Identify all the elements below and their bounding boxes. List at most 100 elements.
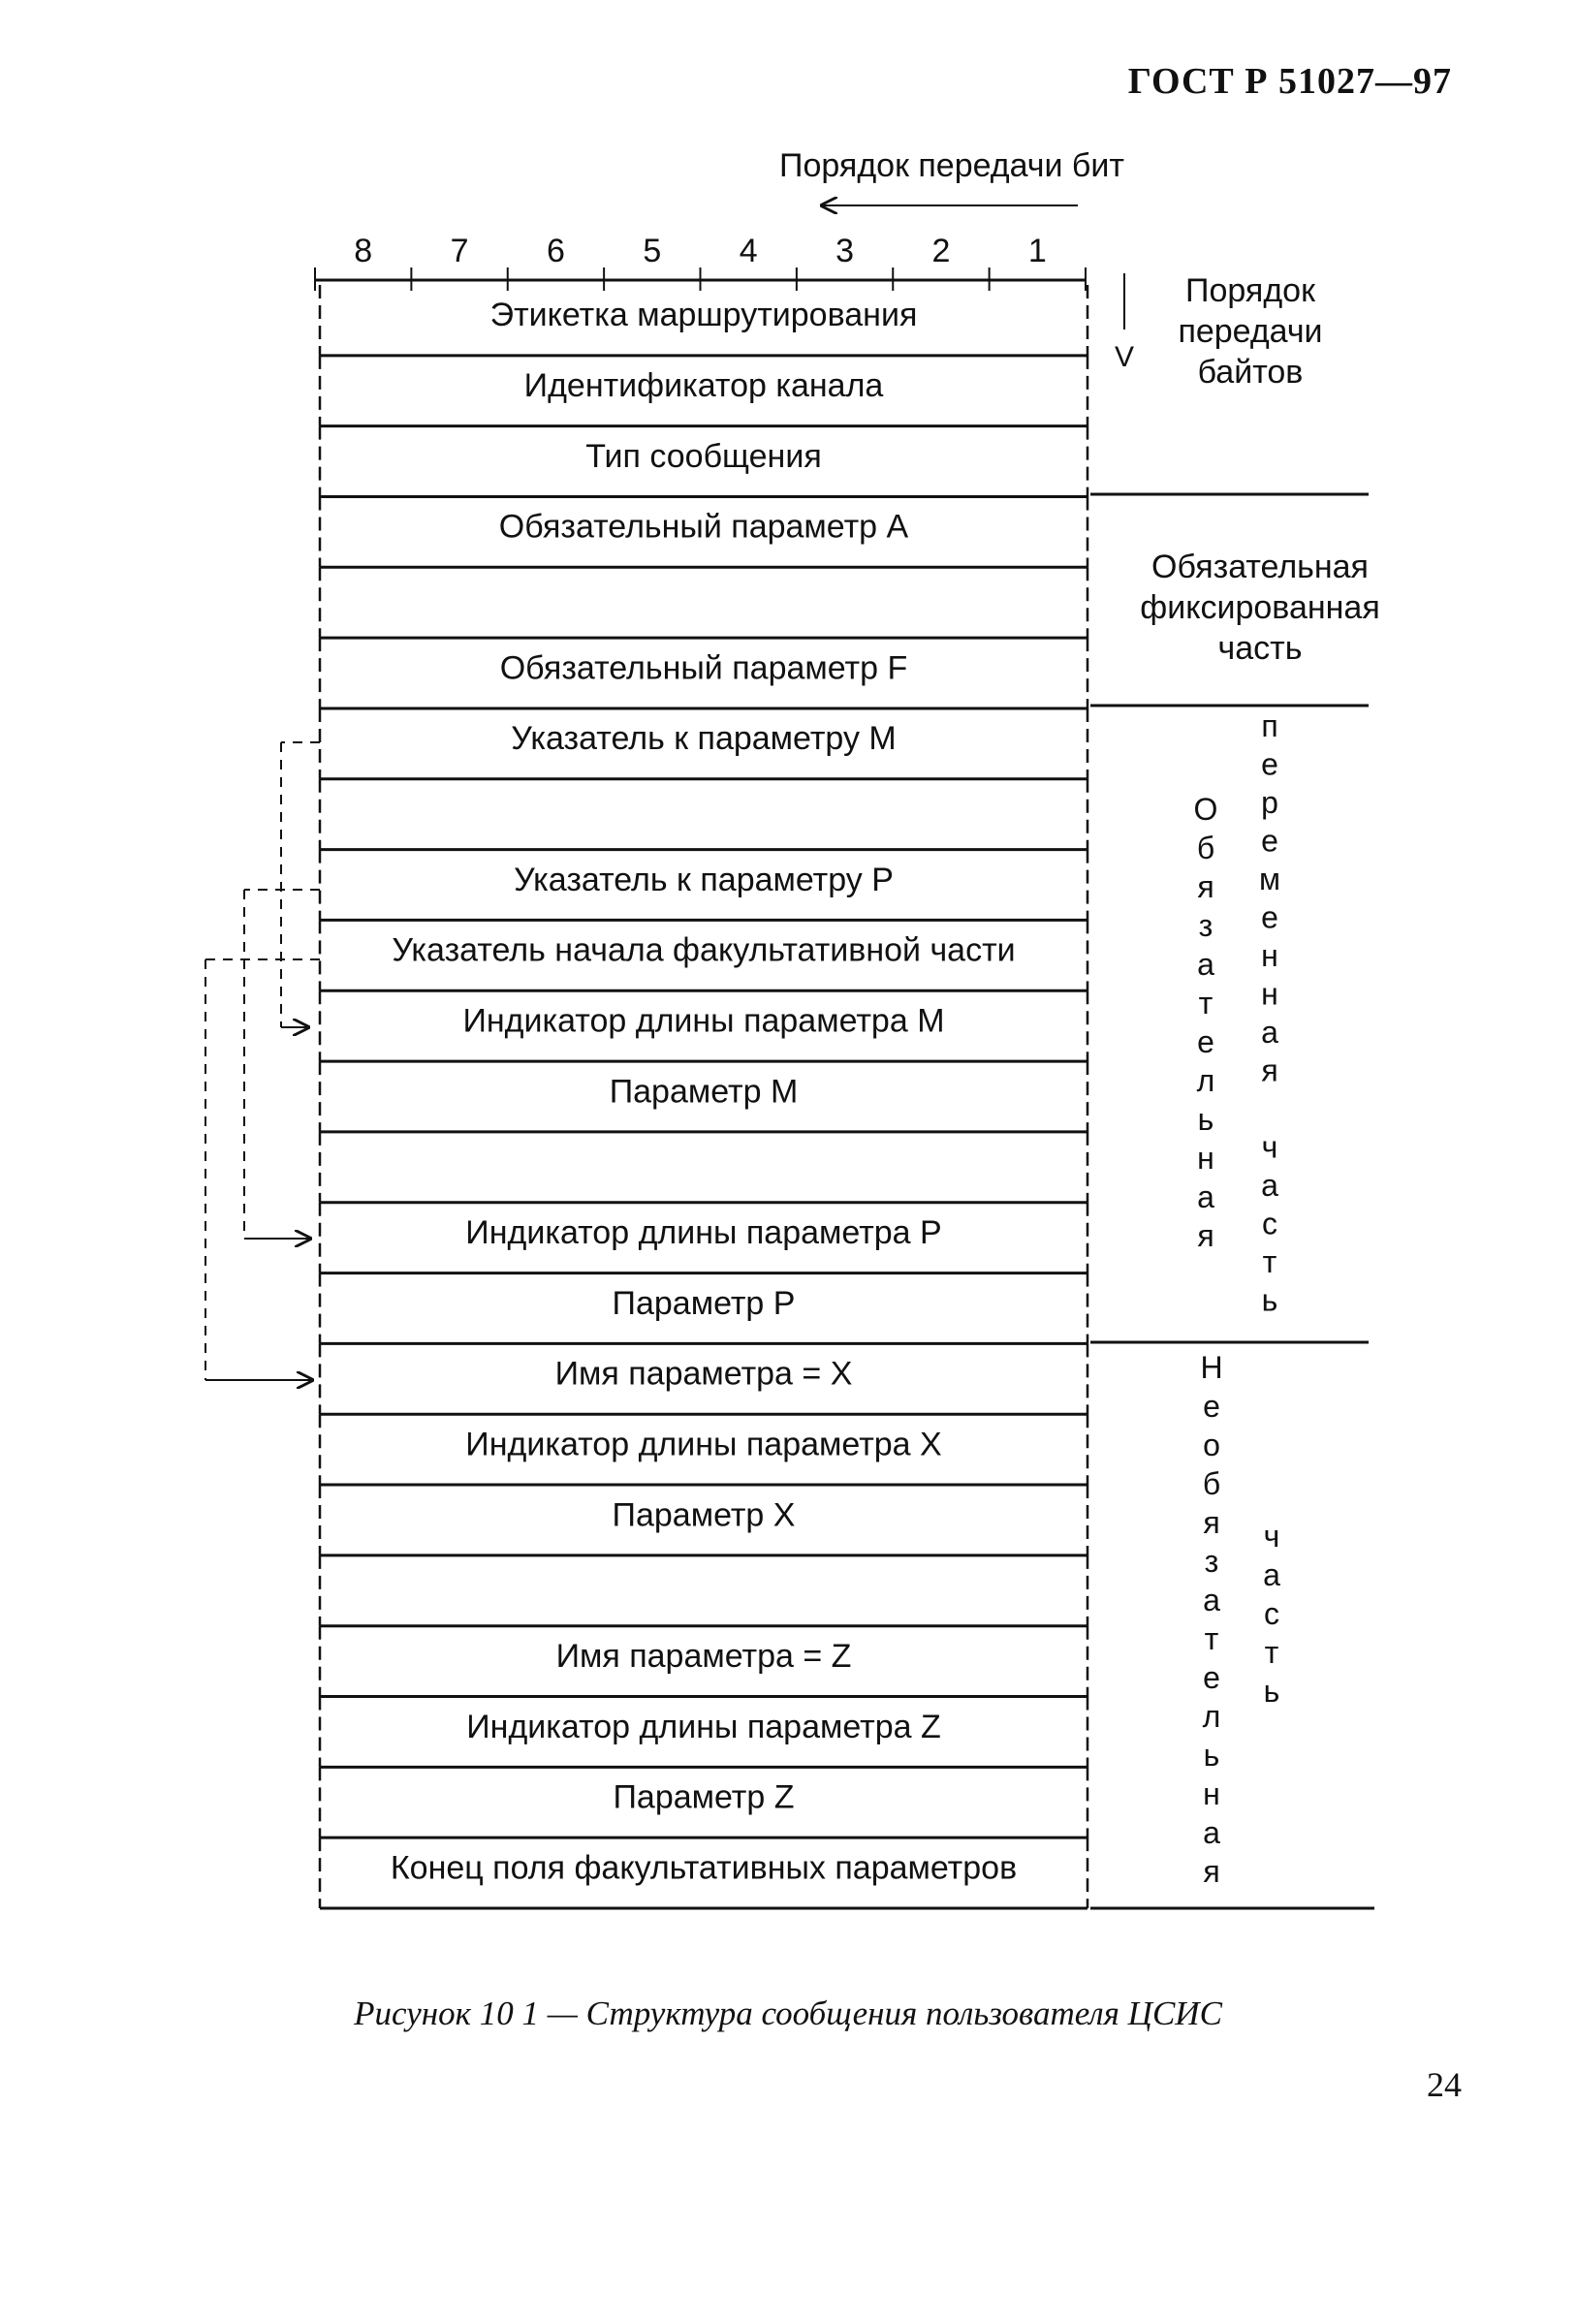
vertical-letter: т xyxy=(1265,1635,1279,1670)
field-label: Указатель начала факультативной части xyxy=(392,932,1015,969)
field-label: Параметр X xyxy=(613,1496,796,1533)
vertical-letter: ь xyxy=(1198,1102,1214,1137)
field-row xyxy=(318,1555,1089,1628)
vertical-letter: е xyxy=(1261,824,1278,859)
vertical-letter: ь xyxy=(1204,1738,1220,1773)
field-label: Обязательный параметр А xyxy=(499,509,909,546)
vertical-letter: ч xyxy=(1262,1130,1278,1165)
field-label: Индикатор длины параметра X xyxy=(465,1426,941,1462)
field-row: Параметр Z xyxy=(318,1767,1089,1839)
vertical-letter: а xyxy=(1261,1015,1278,1050)
vertical-letter: м xyxy=(1259,862,1280,896)
vertical-letter: н xyxy=(1261,938,1278,973)
field-label: Указатель к параметру Р xyxy=(514,862,894,898)
field-row: Индикатор длины параметра М xyxy=(318,990,1089,1063)
field-row: Параметр X xyxy=(318,1485,1089,1557)
field-label: Параметр Р xyxy=(613,1285,796,1322)
section-fixed-label-2: фиксированная xyxy=(1140,589,1380,626)
field-row xyxy=(318,567,1089,640)
vertical-letter: н xyxy=(1203,1776,1220,1811)
field-row: Указатель к параметру М xyxy=(318,707,1089,781)
section-fixed-label-3: часть xyxy=(1218,630,1303,667)
vertical-letter: з xyxy=(1205,1544,1219,1579)
byte-order-label-2: передачи xyxy=(1178,313,1322,350)
vertical-letter: с xyxy=(1262,1207,1277,1241)
field-label: Имя параметра = X xyxy=(555,1356,853,1393)
vertical-letter: а xyxy=(1203,1583,1220,1617)
field-row: Индикатор длины параметра Z xyxy=(318,1696,1089,1769)
vertical-letter: е xyxy=(1197,1024,1214,1059)
optional-section-label-right: часть xyxy=(1263,1519,1280,1709)
field-label: Параметр Z xyxy=(613,1779,794,1816)
bit-number: 3 xyxy=(835,233,854,269)
vertical-letter: н xyxy=(1261,977,1278,1012)
field-label: Тип сообщения xyxy=(585,438,821,475)
field-label: Параметр М xyxy=(610,1073,799,1110)
field-row: Обязательный параметр А xyxy=(318,496,1089,569)
vertical-letter: я xyxy=(1197,1218,1214,1253)
vertical-letter: б xyxy=(1203,1466,1220,1501)
field-row: Конец поля факультативных параметров xyxy=(318,1837,1089,1910)
field-row: Этикетка маршрутирования xyxy=(318,285,1089,358)
field-label: Индикатор длины параметра Р xyxy=(465,1214,941,1251)
field-row xyxy=(318,1131,1089,1205)
field-row: Индикатор длины параметра Р xyxy=(318,1202,1089,1275)
field-row: Указатель к параметру Р xyxy=(318,849,1089,922)
pointer-optional-bracket xyxy=(205,958,320,1380)
vertical-letter: ь xyxy=(1262,1283,1278,1318)
vertical-letter: е xyxy=(1203,1660,1220,1695)
vertical-letter: т xyxy=(1205,1621,1219,1656)
field-row: Имя параметра = X xyxy=(318,1343,1089,1416)
vertical-letter: л xyxy=(1203,1699,1221,1734)
vertical-letter: ч xyxy=(1264,1519,1280,1554)
field-row: Обязательный параметр F xyxy=(318,638,1089,710)
vertical-letter: а xyxy=(1203,1815,1220,1850)
vertical-letter: а xyxy=(1263,1557,1280,1592)
vertical-letter: о xyxy=(1203,1428,1220,1462)
standard-header: ГОСТ Р 51027—97 xyxy=(1127,61,1452,102)
vertical-letter: т xyxy=(1199,986,1214,1021)
field-row: Тип сообщения xyxy=(318,425,1089,498)
field-label: Идентификатор канала xyxy=(524,367,884,404)
byte-order-indicator: V Порядок передачи байтов xyxy=(1115,272,1323,391)
bit-order-label: Порядок передачи бит xyxy=(779,147,1124,184)
field-row: Идентификатор канала xyxy=(318,355,1089,428)
bit-number: 1 xyxy=(1028,233,1047,269)
variable-section-label-left: Обязательная xyxy=(1194,792,1218,1253)
vertical-letter: с xyxy=(1264,1596,1279,1631)
field-row: Индикатор длины параметра X xyxy=(318,1414,1089,1487)
vertical-letter: я xyxy=(1203,1505,1219,1540)
field-label: Обязательный параметр F xyxy=(500,649,908,686)
byte-order-arrow-head: V xyxy=(1115,341,1134,373)
vertical-letter: т xyxy=(1263,1244,1277,1279)
field-row: Указатель начала факультативной части xyxy=(318,920,1089,992)
vertical-letter: е xyxy=(1203,1389,1220,1424)
vertical-letter: я xyxy=(1203,1854,1219,1889)
vertical-letter: ь xyxy=(1264,1674,1280,1709)
field-label: Имя параметра = Z xyxy=(556,1638,852,1675)
vertical-letter: я xyxy=(1261,1053,1277,1088)
byte-order-label-3: байтов xyxy=(1198,354,1304,391)
bit-number: 2 xyxy=(931,233,950,269)
vertical-letter: а xyxy=(1197,1179,1214,1214)
vertical-letter: а xyxy=(1197,947,1214,982)
field-row: Имя параметра = Z xyxy=(318,1625,1089,1699)
section-fixed-label-1: Обязательная xyxy=(1151,549,1369,585)
field-label: Этикетка маршрутирования xyxy=(490,297,918,333)
bit-number: 7 xyxy=(451,233,469,269)
bit-number: 6 xyxy=(547,233,565,269)
vertical-letter: н xyxy=(1197,1141,1214,1176)
bit-number: 4 xyxy=(740,233,758,269)
vertical-letter: б xyxy=(1197,831,1214,865)
page-number: 24 xyxy=(1427,2065,1462,2104)
vertical-section-labels: ОбязательнаяпеременнаячастьНеобязательна… xyxy=(1194,708,1281,1889)
vertical-letter: р xyxy=(1261,785,1278,820)
vertical-letter: О xyxy=(1194,792,1218,827)
pointer-p-bracket xyxy=(243,889,320,1239)
field-label: Индикатор длины параметра М xyxy=(462,1003,944,1040)
